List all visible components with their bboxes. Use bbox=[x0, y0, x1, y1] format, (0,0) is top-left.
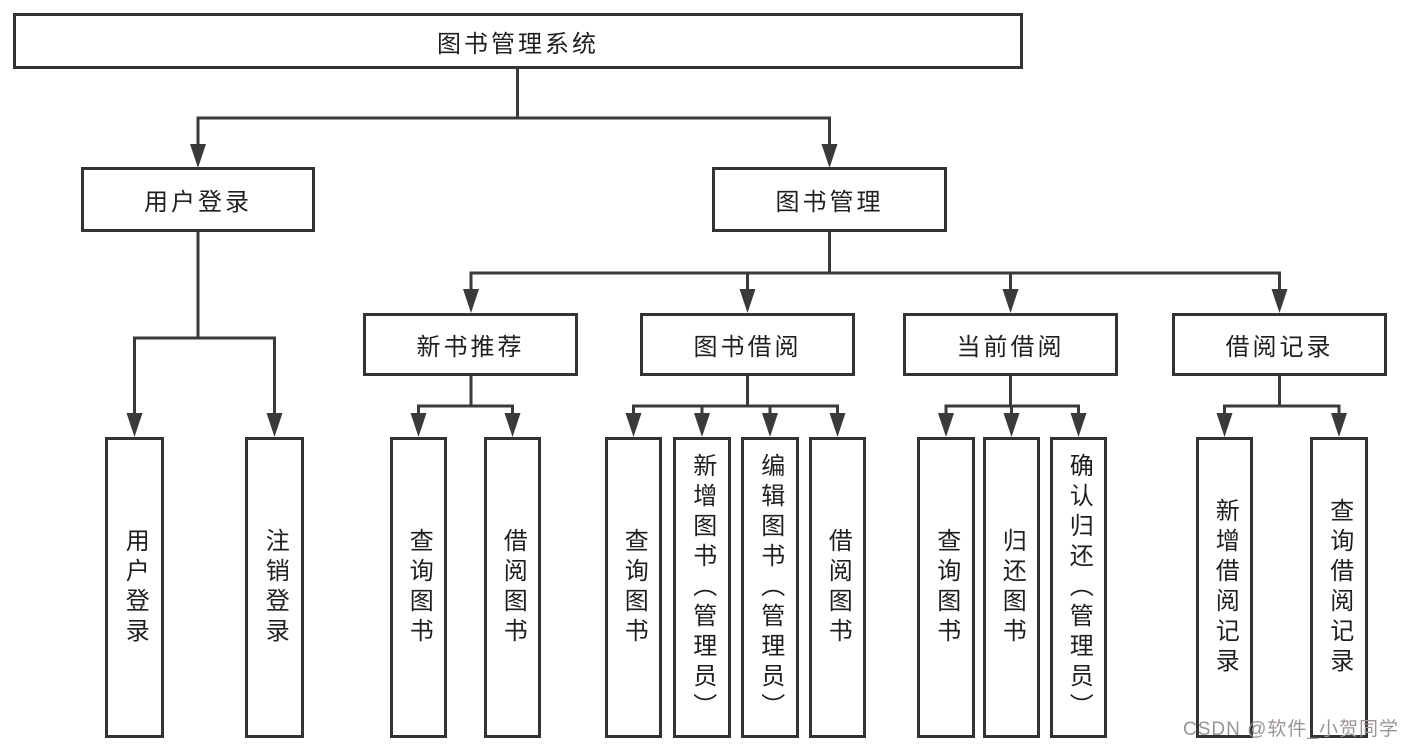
leaf-bb-borrow-books-label: 借阅图书 bbox=[824, 527, 852, 648]
node-user-login: 用户登录 bbox=[81, 167, 315, 232]
leaf-user-login: 用户登录 bbox=[105, 437, 164, 738]
arrow-book-borrow bbox=[739, 289, 756, 313]
arrow-leaf-login bbox=[126, 413, 143, 437]
node-root: 图书管理系统 bbox=[13, 13, 1023, 69]
leaf-cb-query-books: 查询图书 bbox=[917, 437, 975, 738]
arrow-br-leaf-1 bbox=[1216, 413, 1233, 437]
arrow-cb-leaf-1 bbox=[938, 413, 954, 437]
leaf-logout: 注销登录 bbox=[245, 437, 304, 738]
leaf-bb-edit-books-admin: 编辑图书（管理员） bbox=[741, 437, 799, 738]
leaf-bb-query-books-label: 查询图书 bbox=[620, 527, 648, 648]
node-book-borrow: 图书借阅 bbox=[640, 313, 855, 376]
connector-root-to-level2 bbox=[196, 66, 831, 146]
connector-borrow-records-to-leaves bbox=[1223, 374, 1341, 415]
arrow-current-borrow bbox=[1002, 289, 1019, 313]
leaf-bb-add-books-admin-label: 新增图书（管理员） bbox=[688, 452, 716, 723]
leaf-cb-return-books: 归还图书 bbox=[983, 437, 1040, 738]
connector-user-login-to-leaves bbox=[133, 231, 276, 415]
arrow-nb-leaf-2 bbox=[504, 413, 521, 437]
arrow-book-management bbox=[821, 144, 838, 168]
leaf-br-query-record: 查询借阅记录 bbox=[1310, 437, 1368, 738]
node-borrow-records-label: 借阅记录 bbox=[1225, 334, 1334, 361]
arrow-br-leaf-2 bbox=[1331, 413, 1347, 437]
leaf-nb-borrow-books: 借阅图书 bbox=[484, 437, 541, 738]
arrow-cb-leaf-3 bbox=[1070, 413, 1087, 437]
node-book-management: 图书管理 bbox=[712, 167, 947, 232]
csdn-watermark: CSDN @软件_小贺同学 bbox=[1183, 719, 1399, 740]
connector-new-book-recommend-to-leaves bbox=[417, 374, 514, 415]
node-current-borrow: 当前借阅 bbox=[903, 313, 1118, 376]
leaf-nb-query-books: 查询图书 bbox=[390, 437, 447, 738]
leaf-cb-confirm-return-admin: 确认归还（管理员） bbox=[1050, 437, 1107, 738]
leaf-cb-query-books-label: 查询图书 bbox=[932, 527, 960, 648]
arrow-bb-leaf-2 bbox=[694, 413, 710, 437]
connector-current-borrow-to-leaves bbox=[944, 374, 1080, 415]
leaf-br-query-record-label: 查询借阅记录 bbox=[1325, 497, 1353, 678]
arrow-borrow-records bbox=[1271, 289, 1288, 313]
leaf-br-add-record-label: 新增借阅记录 bbox=[1211, 497, 1239, 678]
arrow-new-book-recommend bbox=[463, 289, 479, 313]
leaf-nb-borrow-books-label: 借阅图书 bbox=[499, 527, 527, 648]
leaf-nb-query-books-label: 查询图书 bbox=[405, 527, 433, 648]
node-current-borrow-label: 当前借阅 bbox=[956, 334, 1065, 361]
arrow-bb-leaf-3 bbox=[762, 413, 778, 437]
connector-book-borrow-to-leaves bbox=[632, 374, 839, 415]
arrow-bb-leaf-4 bbox=[829, 413, 846, 437]
leaf-bb-edit-books-admin-label: 编辑图书（管理员） bbox=[756, 452, 784, 723]
leaf-bb-add-books-admin: 新增图书（管理员） bbox=[673, 437, 731, 738]
arrow-cb-leaf-2 bbox=[1003, 413, 1020, 437]
leaf-br-add-record: 新增借阅记录 bbox=[1196, 437, 1253, 738]
leaf-cb-return-books-label: 归还图书 bbox=[998, 527, 1026, 648]
connector-book-management-to-level3 bbox=[469, 231, 1281, 291]
node-new-book-recommend-label: 新书推荐 bbox=[416, 334, 525, 361]
leaf-user-login-label: 用户登录 bbox=[121, 527, 149, 648]
node-new-book-recommend: 新书推荐 bbox=[363, 313, 578, 376]
arrow-leaf-logout bbox=[266, 413, 283, 437]
node-root-label: 图书管理系统 bbox=[437, 30, 599, 58]
arrow-nb-leaf-1 bbox=[410, 413, 427, 437]
node-book-borrow-label: 图书借阅 bbox=[693, 334, 802, 361]
node-user-login-label: 用户登录 bbox=[144, 189, 252, 216]
leaf-bb-query-books: 查询图书 bbox=[605, 437, 662, 738]
leaf-logout-label: 注销登录 bbox=[261, 527, 289, 648]
arrow-user-login bbox=[190, 144, 206, 168]
arrow-bb-leaf-1 bbox=[625, 413, 642, 437]
leaf-bb-borrow-books: 借阅图书 bbox=[809, 437, 866, 738]
node-borrow-records: 借阅记录 bbox=[1172, 313, 1387, 376]
leaf-cb-confirm-return-admin-label: 确认归还（管理员） bbox=[1065, 452, 1093, 723]
node-book-management-label: 图书管理 bbox=[775, 189, 884, 216]
